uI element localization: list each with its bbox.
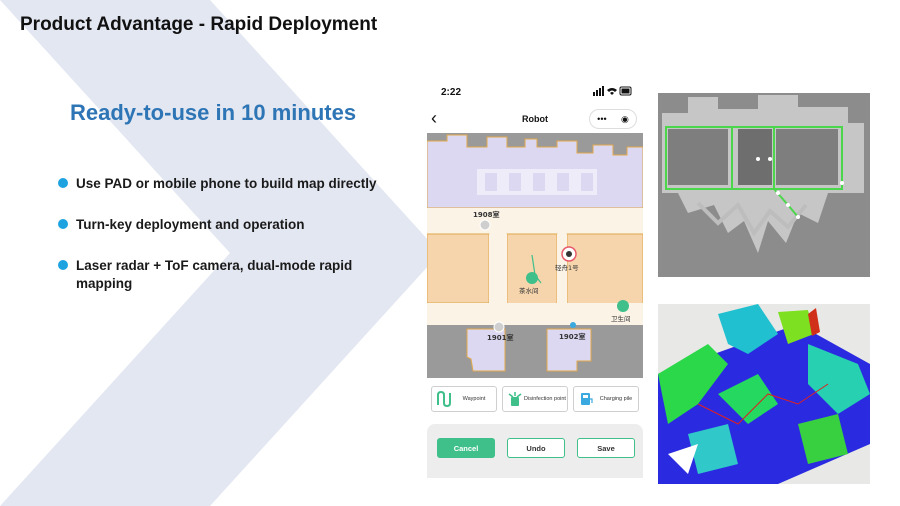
app-navbar: ‹ Robot ••• ◉ bbox=[427, 106, 643, 132]
waypoint-icon bbox=[437, 391, 451, 407]
bullet-item: Turn-key deployment and operation bbox=[58, 216, 403, 234]
room-label-1901: 1901室 bbox=[487, 333, 513, 342]
status-time: 2:22 bbox=[441, 87, 462, 98]
cancel-button[interactable]: Cancel bbox=[437, 438, 495, 458]
signal-wifi-battery-icons bbox=[593, 86, 632, 96]
room-label-tea: 茶水间 bbox=[519, 286, 539, 295]
tool-charging[interactable]: Charging pile bbox=[573, 386, 639, 412]
action-bar: Cancel Undo Save bbox=[427, 424, 643, 478]
mini-program-capsule: ••• ◉ bbox=[589, 109, 637, 129]
bullet-item: Laser radar + ToF camera, dual-mode rapi… bbox=[58, 257, 403, 293]
floor-map[interactable]: 1908室 1901室 1902室 茶水间 卫生间 轻舟1号 bbox=[427, 133, 643, 378]
back-chevron-icon[interactable]: ‹ bbox=[431, 108, 437, 128]
close-target-icon[interactable]: ◉ bbox=[620, 113, 629, 124]
bullet-dot-icon bbox=[58, 178, 68, 188]
pointcloud-3d-map-image bbox=[658, 304, 870, 484]
nav-title: Robot bbox=[522, 114, 548, 124]
status-bar: 2:22 bbox=[427, 80, 643, 104]
tool-label: Charging pile bbox=[599, 396, 633, 402]
bullet-text: Use PAD or mobile phone to build map dir… bbox=[76, 176, 377, 191]
laser-2d-map-image bbox=[658, 93, 870, 277]
bullet-list: Use PAD or mobile phone to build map dir… bbox=[58, 175, 403, 316]
map-tools: Waypoint Disinfection point Charging pil… bbox=[431, 386, 639, 412]
slide-title: Product Advantage - Rapid Deployment bbox=[20, 14, 378, 35]
slide-subtitle: Ready-to-use in 10 minutes bbox=[70, 100, 357, 125]
tool-label: Disinfection point bbox=[524, 396, 566, 402]
tool-waypoint[interactable]: Waypoint bbox=[431, 386, 497, 412]
bullet-dot-icon bbox=[58, 219, 68, 229]
robot-label: 轻舟1号 bbox=[555, 263, 579, 272]
bullet-text: Turn-key deployment and operation bbox=[76, 217, 305, 232]
bullet-text: Laser radar + ToF camera, dual-mode rapi… bbox=[76, 258, 353, 291]
charging-pile-icon bbox=[581, 393, 593, 405]
room-label-1902: 1902室 bbox=[559, 332, 585, 341]
tool-label: Waypoint bbox=[462, 396, 486, 402]
room-label-restroom: 卫生间 bbox=[611, 314, 631, 323]
disinfection-icon bbox=[508, 392, 522, 406]
undo-button[interactable]: Undo bbox=[507, 438, 565, 458]
save-button[interactable]: Save bbox=[577, 438, 635, 458]
more-icon[interactable]: ••• bbox=[597, 114, 607, 124]
phone-screenshot: 2:22 ‹ Robot ••• ◉ bbox=[427, 80, 643, 478]
tool-disinfection[interactable]: Disinfection point bbox=[502, 386, 568, 412]
bullet-dot-icon bbox=[58, 260, 68, 270]
room-label-1908: 1908室 bbox=[473, 210, 499, 219]
bullet-item: Use PAD or mobile phone to build map dir… bbox=[58, 175, 403, 193]
